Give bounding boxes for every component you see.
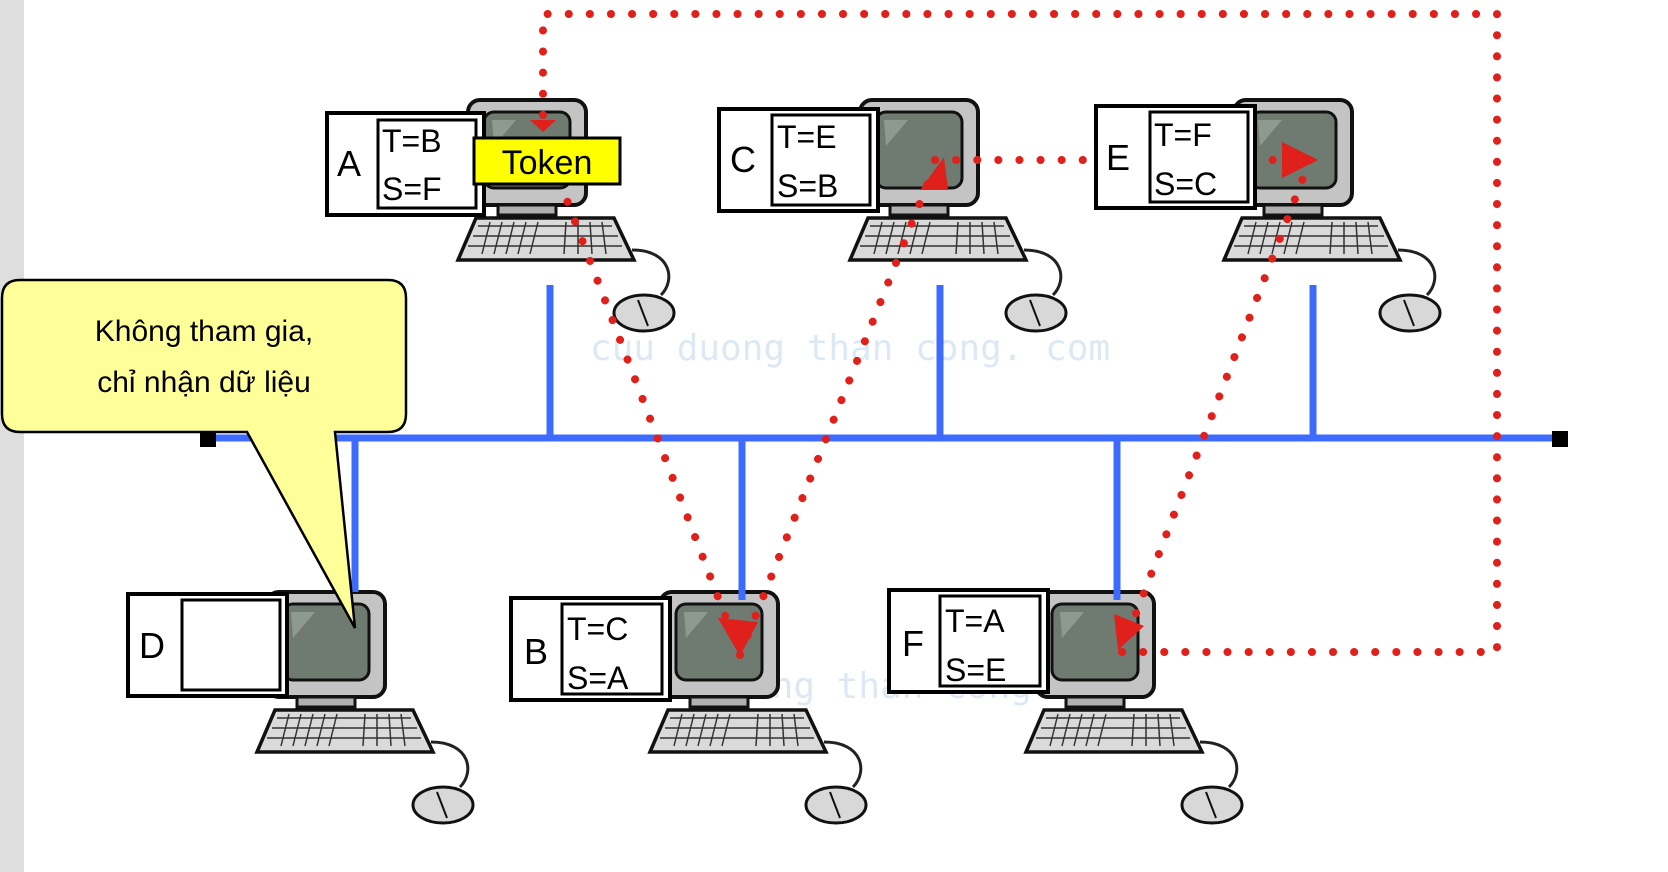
node-e-name: E — [1106, 137, 1130, 178]
callout-line-2: chỉ nhận dữ liệu — [97, 366, 311, 399]
path-e-to-f — [1118, 156, 1314, 654]
arrowhead-into-b — [718, 618, 758, 656]
node-a-source: S=F — [382, 171, 442, 207]
computer-b-icon — [648, 590, 868, 825]
node-a-target: T=B — [382, 123, 442, 159]
bus-terminator-right — [1552, 431, 1568, 447]
token-ring-path — [539, 10, 1501, 659]
computer-c-icon — [848, 98, 1068, 333]
node-c-source: S=B — [777, 168, 838, 204]
bus-terminator-left — [200, 431, 216, 447]
arrowhead-into-c — [920, 157, 948, 190]
arrowhead-into-e — [1282, 142, 1318, 178]
node-c-name: C — [730, 139, 756, 180]
path-a-to-b — [556, 178, 744, 659]
left-margin-strip — [0, 0, 24, 872]
node-d-name: D — [139, 625, 165, 666]
path-arrowheads — [530, 120, 1318, 656]
path-f-to-a — [539, 10, 1501, 656]
computer-a-icon — [456, 98, 676, 333]
token-label: Token — [502, 144, 593, 182]
path-b-to-c — [736, 161, 939, 659]
node-a-name: A — [337, 143, 361, 184]
node-b-label: B T=C S=A — [509, 596, 672, 702]
watermark-text: cuu duong than cong. com — [590, 328, 1110, 369]
node-f-source: S=E — [945, 652, 1006, 688]
node-b-source: S=A — [567, 660, 629, 696]
computer-d-icon — [255, 590, 475, 825]
node-b-name: B — [524, 631, 548, 672]
node-f-label: F T=A S=E — [887, 588, 1050, 694]
node-c-label: C T=E S=B — [717, 107, 880, 213]
node-e-label: E T=F S=C — [1094, 104, 1257, 210]
callout-line-1: Không tham gia, — [95, 315, 313, 348]
node-e-source: S=C — [1154, 166, 1217, 202]
node-b-target: T=C — [567, 611, 628, 647]
node-f-target: T=A — [945, 603, 1005, 639]
token-badge: Token — [472, 136, 622, 186]
node-c-target: T=E — [777, 119, 837, 155]
node-a-label: A T=B S=F — [325, 111, 486, 217]
callout-bubble: Không tham gia, chỉ nhận dữ liệu — [0, 278, 408, 629]
bus-network — [214, 285, 1560, 600]
arrowhead-into-f — [1114, 614, 1144, 650]
node-d-label: D — [126, 592, 289, 698]
node-f-name: F — [902, 623, 924, 664]
node-e-target: T=F — [1154, 117, 1212, 153]
arrowhead-into-a — [530, 120, 556, 132]
